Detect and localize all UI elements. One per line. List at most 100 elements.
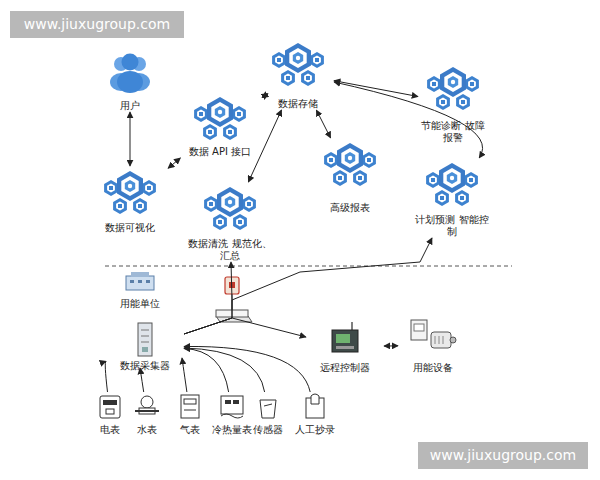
icon-part bbox=[221, 396, 243, 414]
icon-part bbox=[315, 58, 319, 62]
icon-part bbox=[199, 112, 203, 116]
node-label: 数据清洗 规范化、汇总 bbox=[188, 238, 272, 262]
connector-arrow bbox=[316, 110, 330, 138]
icon-part bbox=[122, 54, 139, 71]
node-icon bbox=[100, 166, 160, 216]
node-label: 计划预测 智能控制 bbox=[412, 214, 492, 238]
node-box: 远程控制器 bbox=[306, 320, 384, 374]
icon-part bbox=[116, 202, 124, 211]
node-box: 数据 API 接口 bbox=[172, 92, 268, 158]
icon-part bbox=[341, 148, 358, 168]
icon-part bbox=[221, 192, 238, 212]
icon-part bbox=[436, 94, 450, 110]
icon-part bbox=[440, 196, 444, 200]
icon-part bbox=[465, 76, 479, 92]
icon-part bbox=[247, 202, 251, 206]
icon-part bbox=[264, 404, 272, 406]
icon-part bbox=[217, 187, 243, 217]
connector-arrow bbox=[130, 112, 131, 166]
connector-arrow bbox=[184, 348, 265, 392]
icon-part bbox=[435, 190, 449, 206]
icon-part bbox=[203, 124, 217, 140]
icon-part bbox=[460, 196, 464, 200]
node-box: 节能诊断 故障报警 bbox=[418, 62, 488, 144]
node-label: 电表 bbox=[100, 424, 120, 436]
node-box: 用能设备 bbox=[398, 316, 468, 374]
node-box: 计划预测 智能控制 bbox=[412, 158, 492, 238]
icon-part bbox=[133, 198, 147, 214]
icon-part bbox=[204, 196, 218, 212]
icon-part bbox=[439, 98, 447, 107]
icon-part bbox=[223, 124, 237, 140]
node-box: 数据可视化 bbox=[92, 166, 168, 234]
icon-part bbox=[141, 330, 149, 331]
icon-part bbox=[211, 102, 228, 122]
connector-arrow bbox=[140, 368, 144, 392]
icon-part bbox=[235, 110, 243, 119]
icon-part bbox=[468, 80, 476, 89]
boundary-dashed-line bbox=[105, 266, 512, 267]
icon-part bbox=[225, 196, 235, 208]
node-label: 数据采集器 bbox=[120, 360, 170, 372]
icon-part bbox=[197, 110, 205, 119]
icon-part bbox=[324, 152, 338, 168]
icon-part bbox=[225, 400, 231, 404]
icon-part bbox=[440, 67, 466, 97]
node-label: 用能单位 bbox=[120, 298, 160, 310]
connector-arrow bbox=[184, 349, 229, 393]
icon-part bbox=[207, 200, 215, 209]
node-icon bbox=[303, 392, 327, 420]
icon-part bbox=[118, 204, 122, 208]
icon-part bbox=[126, 276, 154, 290]
icon-part bbox=[362, 152, 376, 168]
connector-arrow bbox=[184, 238, 432, 334]
node-label: 高级报表 bbox=[330, 202, 370, 214]
icon-part bbox=[451, 80, 455, 84]
node-label: 人工抄录 bbox=[295, 424, 335, 436]
icon-part bbox=[233, 400, 239, 404]
node-icon bbox=[256, 392, 280, 420]
node-icon bbox=[218, 392, 246, 420]
icon-part bbox=[286, 76, 290, 80]
connector-arrow bbox=[262, 94, 268, 98]
icon-part bbox=[138, 204, 142, 208]
node-label: 数据可视化 bbox=[105, 222, 155, 234]
icon-part bbox=[353, 170, 367, 186]
node-icon bbox=[123, 270, 157, 292]
icon-part bbox=[301, 70, 315, 86]
icon-part bbox=[443, 168, 460, 188]
icon-part bbox=[464, 172, 478, 188]
node-label: 用能设备 bbox=[413, 362, 453, 374]
node-box: 气表 bbox=[170, 392, 210, 436]
icon-part bbox=[275, 56, 283, 65]
node-label: 节能诊断 故障报警 bbox=[418, 120, 488, 144]
icon-part bbox=[100, 396, 120, 418]
icon-part bbox=[215, 106, 225, 118]
node-label: 远程控制器 bbox=[320, 362, 370, 374]
icon-part bbox=[125, 180, 135, 192]
icon-part bbox=[103, 400, 117, 405]
node-icon bbox=[178, 392, 202, 420]
node-icon bbox=[409, 316, 457, 356]
icon-part bbox=[207, 97, 233, 127]
node-box: 水表 bbox=[127, 392, 167, 436]
node-icon bbox=[200, 182, 260, 232]
icon-part bbox=[146, 280, 150, 283]
icon-part bbox=[184, 410, 196, 411]
icon-part bbox=[194, 106, 208, 122]
icon-part bbox=[332, 330, 358, 352]
node-label: 水表 bbox=[137, 424, 157, 436]
watermark: www.jiuxugroup.com bbox=[418, 442, 588, 469]
icon-part bbox=[281, 70, 295, 86]
icon-part bbox=[277, 58, 281, 62]
icon-part bbox=[233, 214, 247, 230]
icon-part bbox=[272, 52, 286, 68]
node-box: 用户 bbox=[100, 50, 160, 112]
icon-part bbox=[284, 74, 292, 83]
icon-part bbox=[358, 176, 362, 180]
icon-part bbox=[443, 336, 444, 344]
connector-arrow bbox=[184, 346, 310, 392]
node-box: 数据采集器 bbox=[106, 322, 184, 372]
